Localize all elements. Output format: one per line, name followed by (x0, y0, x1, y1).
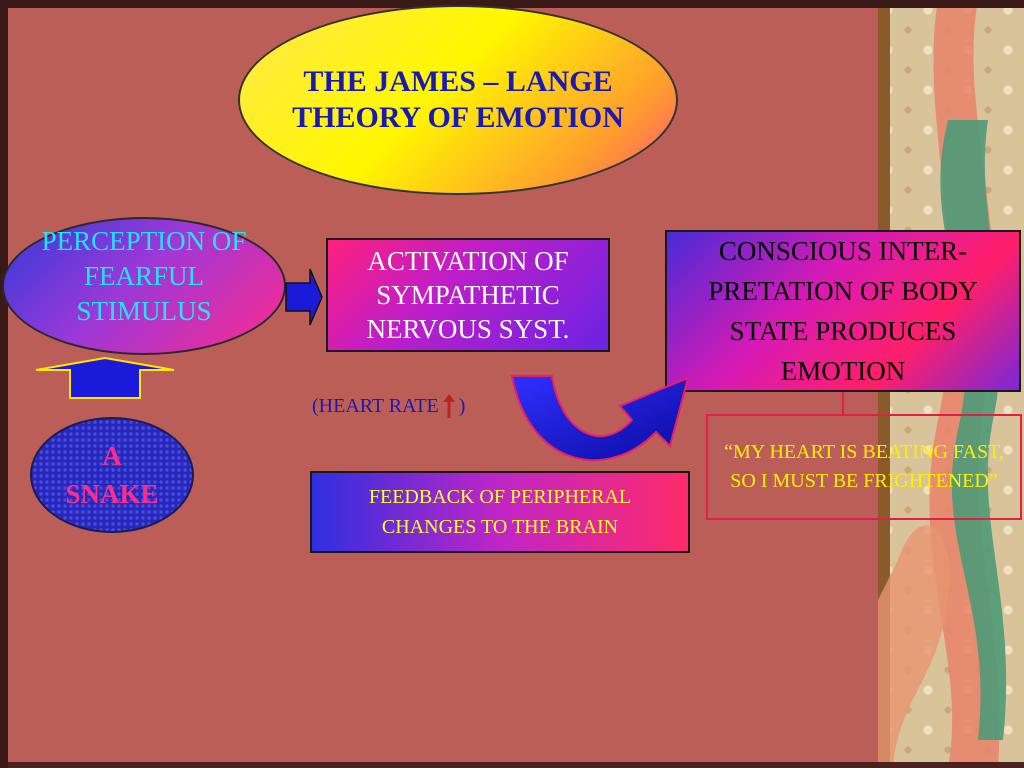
diagram-title: THE JAMES – LANGE THEORY OF EMOTION (292, 65, 624, 134)
quote-box: “MY HEART IS BEATING FAST, SO I MUST BE … (706, 414, 1022, 520)
snake-label: A SNAKE (65, 441, 159, 509)
conscious-box: CONSCIOUS INTER-PRETATION OF BODY STATE … (665, 230, 1021, 392)
heart-rate-note: (HEART RATE ) (312, 393, 465, 419)
heart-rate-prefix: (HEART RATE (312, 394, 439, 417)
arrow-right-icon (285, 268, 323, 326)
curved-feedback-arrow-icon (510, 375, 690, 462)
perception-node: PERCEPTION OF FEARFUL STIMULUS (2, 217, 286, 355)
heart-rate-suffix: ) (458, 394, 466, 417)
feedback-label: FEEDBACK OF PERIPHERAL CHANGES TO THE BR… (368, 486, 632, 538)
arrow-up-icon (442, 394, 455, 418)
conscious-label: CONSCIOUS INTER-PRETATION OF BODY STATE … (708, 236, 978, 386)
snake-node: A SNAKE (30, 417, 194, 533)
activation-box: ACTIVATION OF SYMPATHETIC NERVOUS SYST. (326, 238, 610, 352)
activation-label: ACTIVATION OF SYMPATHETIC NERVOUS SYST. (366, 246, 570, 344)
arrow-up-icon (35, 356, 175, 399)
feedback-box: FEEDBACK OF PERIPHERAL CHANGES TO THE BR… (310, 471, 690, 553)
quote-label: “MY HEART IS BEATING FAST, SO I MUST BE … (724, 441, 1004, 492)
title-ellipse: THE JAMES – LANGE THEORY OF EMOTION (238, 5, 678, 195)
perception-label: PERCEPTION OF FEARFUL STIMULUS (41, 225, 247, 326)
